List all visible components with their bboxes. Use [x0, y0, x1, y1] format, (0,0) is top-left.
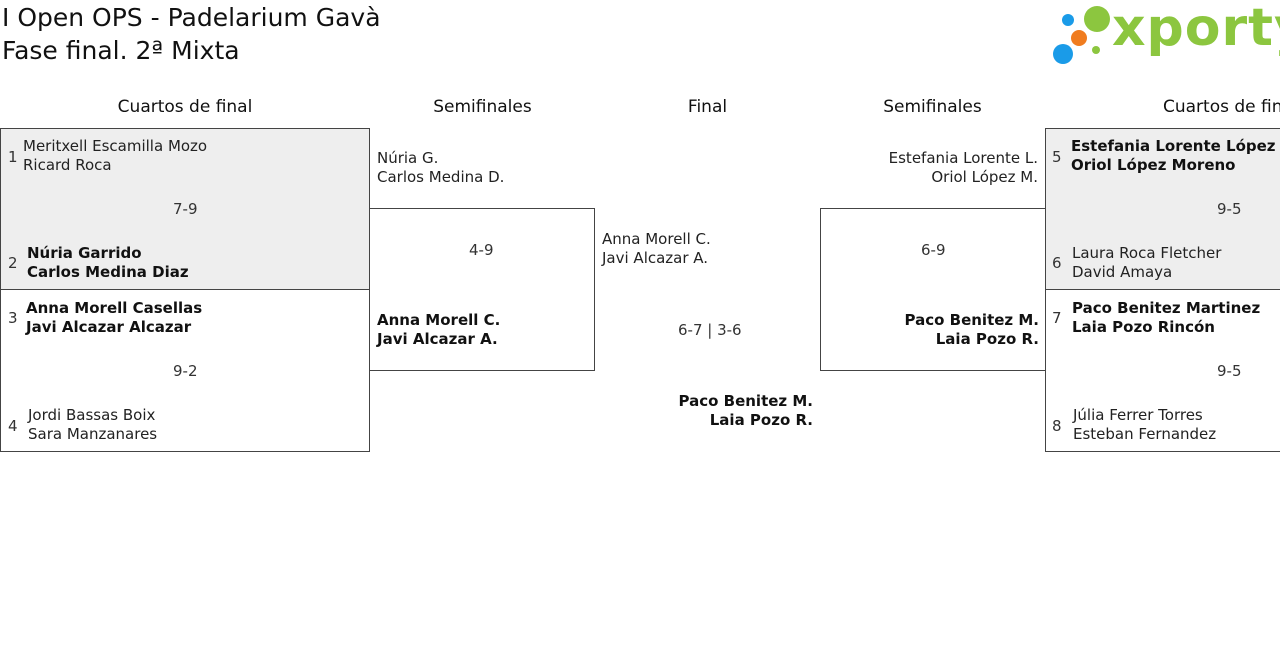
team-names-winner: Anna Morell C. Javi Alcazar A. [377, 311, 500, 349]
match-score: 6-9 [921, 241, 946, 259]
match-score: 7-9 [173, 200, 198, 218]
match-score: 9-5 [1217, 200, 1242, 218]
seed-number: 2 [8, 254, 18, 272]
page-subtitle: Fase final. 2ª Mixta [2, 36, 240, 65]
seed-number: 1 [8, 148, 18, 166]
player-name: Jordi Bassas Boix [28, 406, 156, 424]
player-name: Carlos Medina D. [377, 168, 505, 186]
player-name: Javi Alcazar A. [602, 249, 709, 267]
player-name: Paco Benitez Martinez [1072, 299, 1261, 317]
team-names: Meritxell Escamilla Mozo Ricard Roca [23, 137, 207, 175]
seed-number: 6 [1052, 254, 1062, 272]
semi-team-top: Estefania Lorente L. Oriol López M. [860, 149, 1038, 187]
match-box-lq2: 3 Anna Morell Casellas Javi Alcazar Alca… [0, 289, 370, 452]
player-name: Javi Alcazar A. [377, 330, 498, 348]
team-names-winner: Estefania Lorente López Oriol López More… [1071, 137, 1276, 175]
player-name: Anna Morell C. [377, 311, 501, 329]
player-name: Estefania Lorente López [1071, 137, 1276, 155]
match-box-right-semi: 6-9 Paco Benitez M. Laia Pozo R. [820, 208, 1046, 371]
team-names-winner: Paco Benitez M. Laia Pozo R. [841, 311, 1039, 349]
logo-text: xporty [1112, 0, 1280, 58]
match-box-lq1: 1 Meritxell Escamilla Mozo Ricard Roca 7… [0, 128, 370, 290]
seed-number: 7 [1052, 309, 1062, 327]
player-name: Oriol López M. [931, 168, 1038, 186]
seed-number: 3 [8, 309, 18, 327]
round-title-left-semis: Semifinales [433, 97, 532, 117]
round-title-final: Final [687, 97, 728, 117]
player-name: Laia Pozo Rincón [1072, 318, 1215, 336]
player-name: Esteban Fernandez [1073, 425, 1217, 443]
page-title: I Open OPS - Padelarium Gavà [2, 3, 381, 32]
player-name: Paco Benitez M. [678, 392, 813, 410]
round-title-right-quarters: Cuartos de fin [1163, 97, 1280, 117]
match-box-rq2: 7 Paco Benitez Martinez Laia Pozo Rincón… [1045, 289, 1280, 452]
player-name: Núria G. [377, 149, 439, 167]
team-names: Júlia Ferrer Torres Esteban Fernandez [1073, 406, 1216, 444]
player-name: Núria Garrido [27, 244, 142, 262]
match-score: 9-2 [173, 362, 198, 380]
player-name: Anna Morell Casellas [26, 299, 203, 317]
player-name: Anna Morell C. [602, 230, 711, 248]
logo-dots-icon [1053, 6, 1110, 64]
final-score: 6-7 | 3-6 [678, 321, 742, 339]
player-name: Laia Pozo R. [709, 411, 813, 429]
round-title-left-quarters: Cuartos de final [117, 97, 253, 117]
match-score: 9-5 [1217, 362, 1242, 380]
player-name: Carlos Medina Diaz [27, 263, 189, 281]
player-name: Ricard Roca [23, 156, 112, 174]
match-score: 4-9 [469, 241, 494, 259]
xporty-logo[interactable]: xporty [1050, 0, 1280, 68]
seed-number: 5 [1052, 148, 1062, 166]
team-names-winner: Núria Garrido Carlos Medina Diaz [27, 244, 189, 282]
semi-team-top: Núria G. Carlos Medina D. [377, 149, 504, 187]
player-name: Javi Alcazar Alcazar [26, 318, 192, 336]
round-title-right-semis: Semifinales [883, 97, 982, 117]
team-names-winner: Anna Morell Casellas Javi Alcazar Alcaza… [26, 299, 202, 337]
player-name: Meritxell Escamilla Mozo [23, 137, 208, 155]
player-name: Oriol López Moreno [1071, 156, 1236, 174]
player-name: Laura Roca Fletcher [1072, 244, 1222, 262]
team-names: Jordi Bassas Boix Sara Manzanares [28, 406, 157, 444]
player-name: Laia Pozo R. [935, 330, 1039, 348]
team-names-winner: Paco Benitez Martinez Laia Pozo Rincón [1072, 299, 1260, 337]
player-name: Júlia Ferrer Torres [1073, 406, 1203, 424]
seed-number: 8 [1052, 417, 1062, 435]
player-name: Paco Benitez M. [904, 311, 1039, 329]
team-names: Laura Roca Fletcher David Amaya [1072, 244, 1221, 282]
match-box-left-semi: 4-9 Anna Morell C. Javi Alcazar A. [369, 208, 595, 371]
match-box-rq1: 5 Estefania Lorente López Oriol López Mo… [1045, 128, 1280, 290]
seed-number: 4 [8, 417, 18, 435]
final-team-winner: Paco Benitez M. Laia Pozo R. [660, 392, 813, 430]
player-name: Estefania Lorente L. [888, 149, 1038, 167]
player-name: Sara Manzanares [28, 425, 158, 443]
player-name: David Amaya [1072, 263, 1173, 281]
final-team-top: Anna Morell C. Javi Alcazar A. [602, 230, 711, 268]
